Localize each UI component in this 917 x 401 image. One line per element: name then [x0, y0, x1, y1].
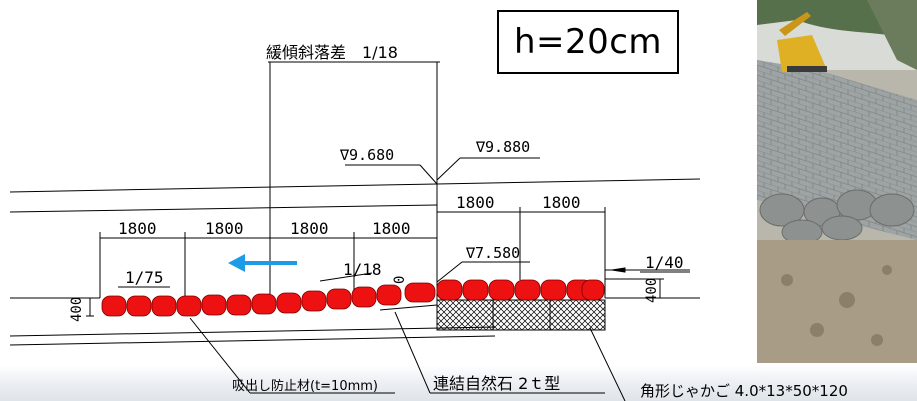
slope-markers [118, 267, 690, 288]
dimension-5-label: 1800 [456, 193, 495, 212]
dimension-3-label: 1800 [290, 219, 329, 238]
anti-scour-label: 吸出し防止材(t=10mm) [232, 378, 378, 394]
dimension-6-label: 1800 [542, 193, 581, 212]
zero-label: 0 [392, 276, 408, 284]
dimension-2-label: 1800 [205, 219, 244, 238]
level-9680-label: ∇9.680 [339, 146, 394, 164]
slope-1-40-label: 1/40 [645, 253, 684, 272]
dimension-1-label: 1800 [118, 219, 157, 238]
slope-1-75-label: 1/75 [125, 268, 164, 287]
stone-type-label: 連結自然石 2ｔ型 [433, 374, 560, 393]
level-7580-label: ∇7.580 [465, 244, 520, 262]
water-surface-lines [9, 178, 701, 213]
dimension-4-label: 1800 [372, 219, 411, 238]
gabion-boxes [436, 299, 606, 331]
connected-stones [101, 279, 605, 317]
gentle-slope-label: 緩傾斜落差 1/18 [266, 43, 398, 62]
left-arrow-icon [228, 254, 297, 272]
leader-lines [189, 157, 626, 401]
height-400-right-label: 400 [644, 278, 660, 303]
height-400-left-label: 400 [69, 297, 85, 322]
height-label: h=20cm [513, 22, 663, 62]
height-label-box: h=20cm [497, 10, 679, 74]
site-photo [757, 0, 917, 363]
level-9880-label: ∇9.880 [475, 138, 530, 156]
slope-1-18-label: 1/18 [343, 260, 382, 279]
gabion-label: 角形じゃかご 4.0*13*50*120 [640, 382, 848, 400]
